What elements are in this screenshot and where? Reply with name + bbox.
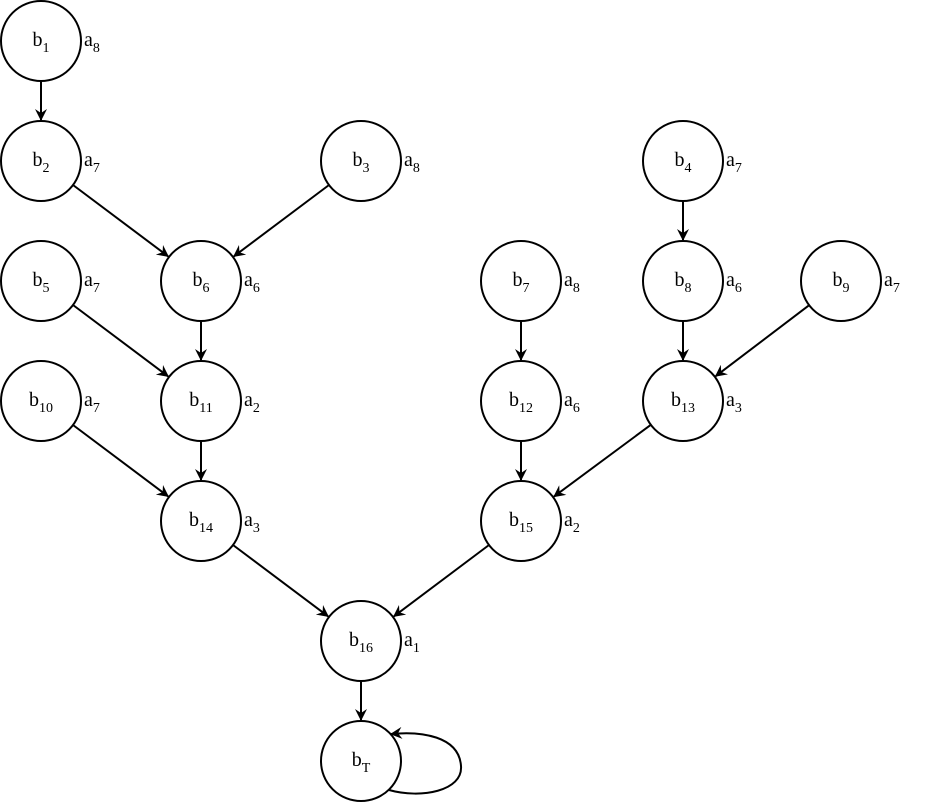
node-label-bT: bT xyxy=(352,749,371,776)
node-tag-b13: a3 xyxy=(726,389,742,416)
node-tag-b5: a7 xyxy=(84,269,100,296)
node-b9: b9 a7 xyxy=(800,240,900,322)
node-tag-b3: a8 xyxy=(404,149,420,176)
node-label-b11: b11 xyxy=(189,389,212,416)
node-circle-b9 xyxy=(800,240,882,322)
node-tag-b14: a3 xyxy=(244,509,260,536)
node-tag-b12: a6 xyxy=(564,389,580,416)
node-label-b8: b8 xyxy=(675,269,692,296)
node-circle-b15 xyxy=(480,480,562,562)
node-circle-b4 xyxy=(642,120,724,202)
node-circle-b11 xyxy=(160,360,242,442)
node-circle-b7 xyxy=(480,240,562,322)
node-b12: b12 a6 xyxy=(480,360,580,442)
node-tag-b15: a2 xyxy=(564,509,580,536)
node-label-b10: b10 xyxy=(29,389,53,416)
node-tag-b11: a2 xyxy=(244,389,260,416)
node-b4: b4 a7 xyxy=(642,120,742,202)
node-circle-b2 xyxy=(0,120,82,202)
node-b6: b6 a6 xyxy=(160,240,260,322)
node-label-b5: b5 xyxy=(33,269,50,296)
nodes-layer: b1 a8 b2 a7 b3 a8 b4 a7 b5 a7 b6 a6 b7 a8 b8 a6 b9 a7 b10 a… xyxy=(0,0,900,802)
node-circle-b1 xyxy=(0,0,82,82)
node-label-b6: b6 xyxy=(193,269,210,296)
node-b3: b3 a8 xyxy=(320,120,420,202)
node-circle-b14 xyxy=(160,480,242,562)
node-circle-b8 xyxy=(642,240,724,322)
node-label-b4: b4 xyxy=(675,149,692,176)
node-b1: b1 a8 xyxy=(0,0,100,82)
node-label-b3: b3 xyxy=(353,149,370,176)
node-label-b14: b14 xyxy=(189,509,213,536)
edge-b5-to-b11 xyxy=(72,304,169,378)
node-b13: b13 a3 xyxy=(642,360,742,442)
node-bT: bT xyxy=(320,720,402,802)
node-label-b13: b13 xyxy=(671,389,695,416)
node-label-b16: b16 xyxy=(349,629,373,656)
edge-b14-to-b16 xyxy=(232,544,330,618)
edge-b13-to-b15 xyxy=(553,424,652,498)
node-tag-b1: a8 xyxy=(84,29,100,56)
edges-layer xyxy=(35,81,810,795)
node-tag-b10: a7 xyxy=(84,389,100,416)
node-tag-b6: a6 xyxy=(244,269,260,296)
edge-bT-to-bT xyxy=(388,726,463,795)
edge-b9-to-b13 xyxy=(714,304,810,377)
node-b14: b14 a3 xyxy=(160,480,260,562)
node-circle-b5 xyxy=(0,240,82,322)
node-b11: b11 a2 xyxy=(160,360,260,442)
node-label-b2: b2 xyxy=(33,149,50,176)
node-b2: b2 a7 xyxy=(0,120,100,202)
edge-b3-to-b6 xyxy=(233,184,330,258)
node-circle-b6 xyxy=(160,240,242,322)
node-b15: b15 a2 xyxy=(480,480,580,562)
node-b8: b8 a6 xyxy=(642,240,742,322)
node-circle-b10 xyxy=(0,360,82,442)
node-tag-b8: a6 xyxy=(726,269,742,296)
node-tag-b4: a7 xyxy=(726,149,742,176)
node-b7: b7 a8 xyxy=(480,240,580,322)
edge-b2-to-b6 xyxy=(72,184,169,258)
node-tag-b9: a7 xyxy=(884,269,900,296)
node-circle-b16 xyxy=(320,600,402,682)
node-label-b9: b9 xyxy=(833,269,850,296)
node-tag-b7: a8 xyxy=(564,269,580,296)
node-circle-bT xyxy=(320,720,402,802)
node-b10: b10 a7 xyxy=(0,360,100,442)
node-label-b15: b15 xyxy=(509,509,533,536)
edge-b10-to-b14 xyxy=(72,424,169,498)
node-circle-b3 xyxy=(320,120,402,202)
node-b5: b5 a7 xyxy=(0,240,100,322)
node-label-b7: b7 xyxy=(513,269,530,296)
node-tag-b16: a1 xyxy=(404,629,420,656)
node-b16: b16 a1 xyxy=(320,600,420,682)
node-circle-b13 xyxy=(642,360,724,442)
edge-b15-to-b16 xyxy=(392,544,490,618)
node-label-b12: b12 xyxy=(509,389,533,416)
node-circle-b12 xyxy=(480,360,562,442)
node-label-b1: b1 xyxy=(33,29,50,56)
node-tag-b2: a7 xyxy=(84,149,100,176)
